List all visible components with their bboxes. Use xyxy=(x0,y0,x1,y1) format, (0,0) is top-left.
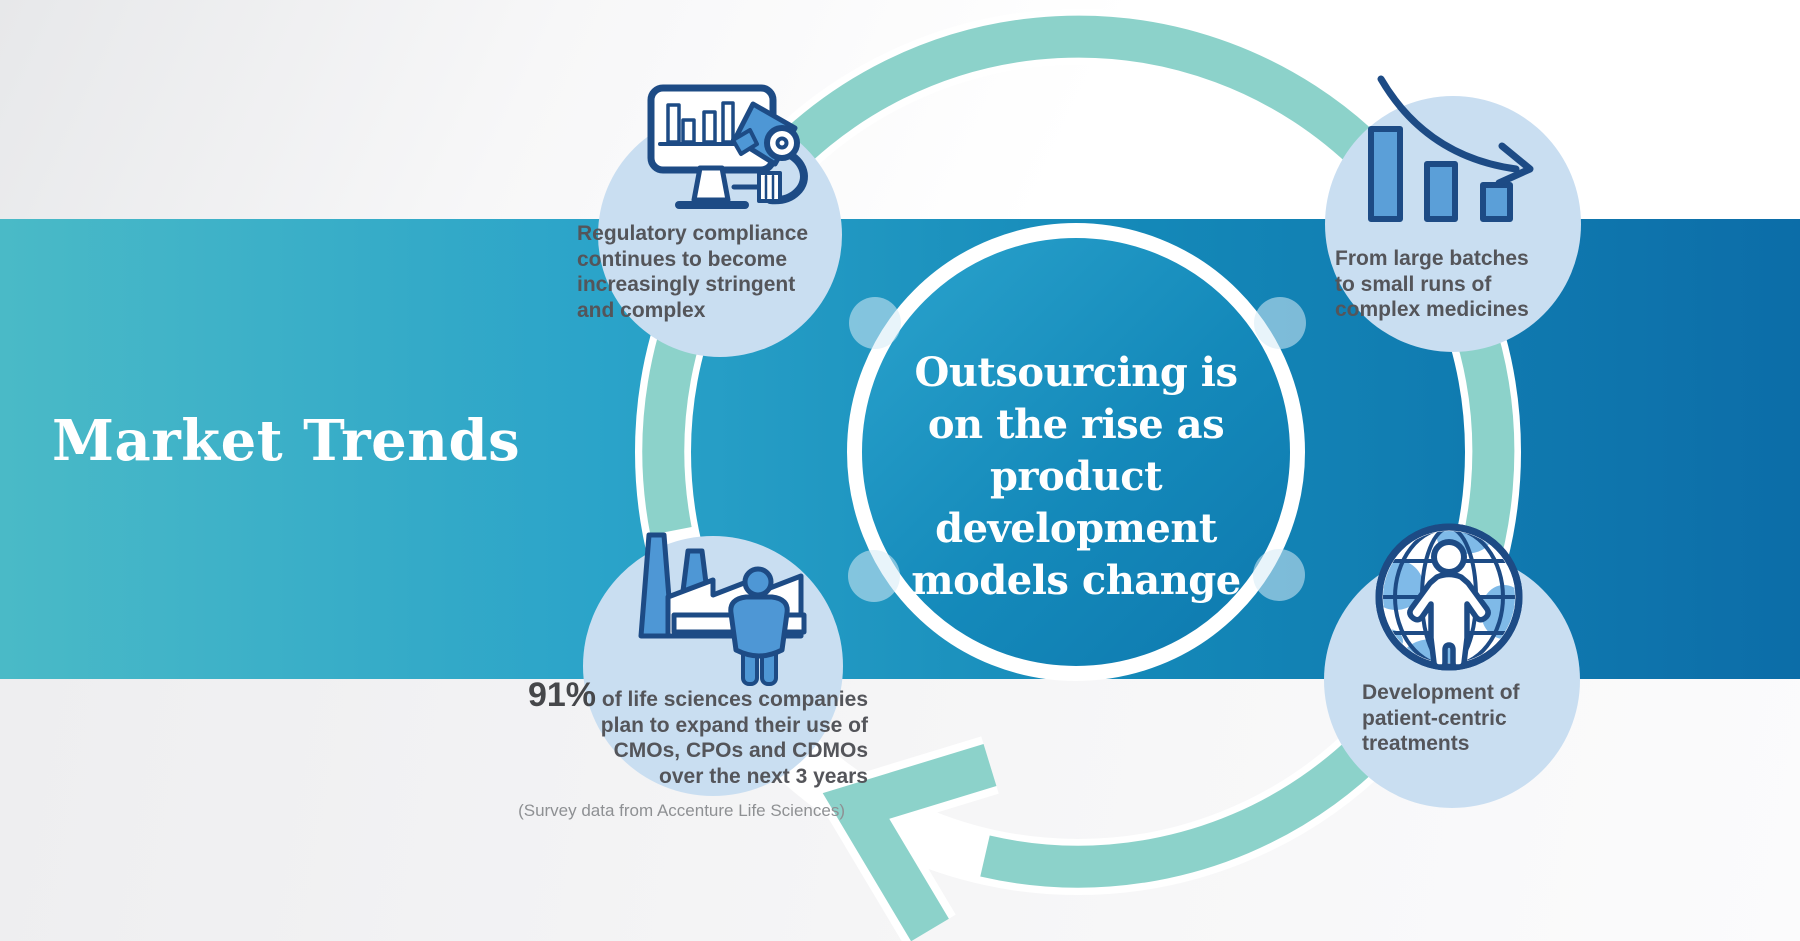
hub-line: Outsourcing is xyxy=(914,349,1239,396)
cycle-arrowhead-icon xyxy=(822,743,997,941)
caption-line: 91% of life sciences companies xyxy=(408,678,868,713)
stat-suffix: of life sciences companies xyxy=(601,688,868,711)
satellite-circle-batches xyxy=(1325,96,1581,352)
ring-dot-bottom-right xyxy=(1253,549,1305,601)
caption-line: From large batches xyxy=(1335,247,1529,270)
stat-value: 91% xyxy=(527,676,597,714)
declining-bar-chart-icon xyxy=(1368,75,1534,222)
caption-line: Regulatory compliance xyxy=(577,222,809,245)
caption-line: over the next 3 years xyxy=(659,764,868,788)
caption-line: patient-centric xyxy=(1362,706,1507,730)
data-source-note: (Survey data from Accenture Life Science… xyxy=(518,801,845,820)
caption-line: CMOs, CPOs and CDMOs xyxy=(613,739,868,762)
caption-line: treatments xyxy=(1362,732,1470,755)
caption-line: Development of xyxy=(1362,681,1520,704)
hub-line: on the rise as xyxy=(927,401,1225,448)
ring-dot-bottom-left xyxy=(848,550,900,602)
caption-line: increasingly stringent xyxy=(577,273,796,296)
globe-patient-icon xyxy=(1375,523,1523,671)
caption-line: continues to become xyxy=(577,247,788,271)
ring-dot-top-right xyxy=(1254,297,1306,349)
caption-line: plan to expand their use of xyxy=(600,713,868,737)
ring-dot-top-left xyxy=(849,297,901,349)
factory-worker-icon xyxy=(638,532,807,686)
hub-message: Outsourcing is on the rise as product de… xyxy=(856,347,1296,607)
caption-batches: From large batches to small runs of comp… xyxy=(1335,246,1585,323)
caption-outsourcing-stat: 91% of life sciences companies plan to e… xyxy=(408,678,868,821)
caption-regulatory: Regulatory compliance continues to becom… xyxy=(577,221,827,323)
monitor-chart-microscope-icon xyxy=(647,84,808,209)
caption-patient: Development of patient-centric treatment… xyxy=(1362,680,1592,757)
caption-line: complex medicines xyxy=(1335,298,1529,321)
caption-line: to small runs of xyxy=(1335,272,1492,296)
caption-line: and complex xyxy=(577,298,706,322)
hub-line: models change xyxy=(911,557,1241,604)
page-title: Market Trends xyxy=(52,408,521,474)
hub-line: product development xyxy=(935,453,1217,552)
